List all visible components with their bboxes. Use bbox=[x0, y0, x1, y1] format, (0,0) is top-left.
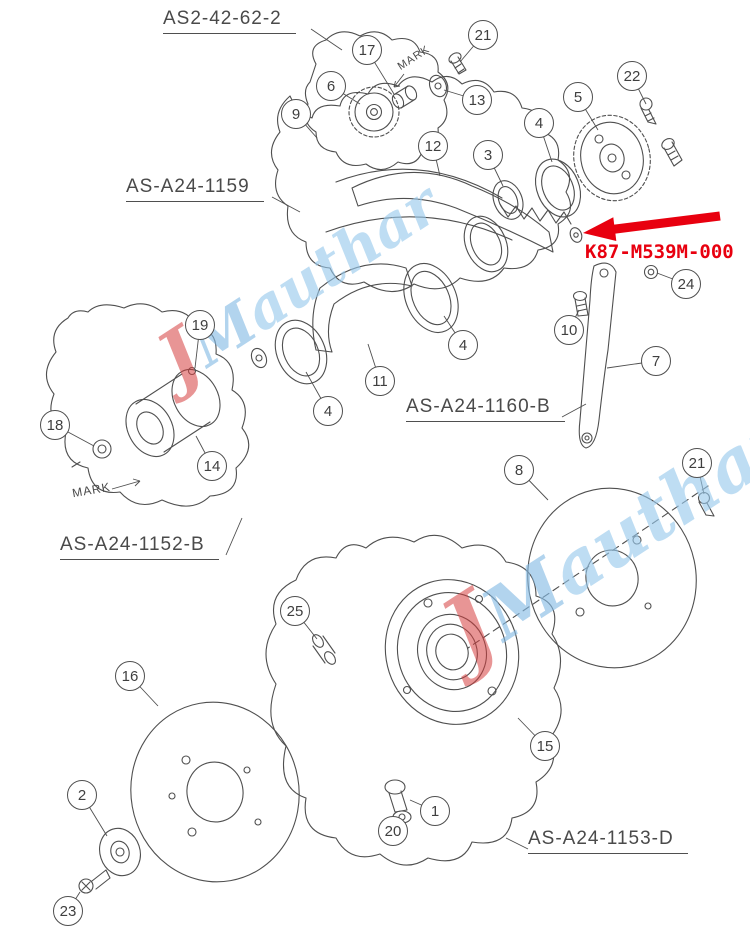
label-as2-42-62-2: AS2-42-62-2 bbox=[163, 8, 296, 34]
balloon-16: 16 bbox=[115, 661, 145, 691]
screw-23 bbox=[78, 869, 111, 894]
bottom-plate-assembly bbox=[265, 534, 562, 866]
bracket-band bbox=[351, 171, 554, 253]
balloon-4-a: 4 bbox=[524, 108, 554, 138]
balloon-8: 8 bbox=[504, 455, 534, 485]
leader-lines bbox=[54, 28, 705, 912]
dashed-centerline bbox=[467, 485, 709, 649]
disc-left bbox=[130, 701, 300, 883]
pin-25 bbox=[311, 634, 337, 665]
balloon-7: 7 bbox=[641, 346, 671, 376]
main-frame-outline bbox=[270, 75, 572, 293]
balloon-24: 24 bbox=[671, 269, 701, 299]
balloon-11: 11 bbox=[365, 366, 395, 396]
balloon-9: 9 bbox=[281, 99, 311, 129]
balloon-23: 23 bbox=[53, 896, 83, 926]
balloon-21-right: 21 bbox=[682, 448, 712, 478]
balloon-22: 22 bbox=[617, 61, 647, 91]
shaft-pin bbox=[391, 85, 418, 109]
balloon-19: 19 bbox=[185, 310, 215, 340]
lever-arm bbox=[578, 262, 617, 449]
label-as-a24-1160-b: AS-A24-1160-B bbox=[406, 396, 565, 422]
balloon-4-b: 4 bbox=[448, 330, 478, 360]
disc-right bbox=[527, 487, 697, 669]
balloon-14: 14 bbox=[197, 451, 227, 481]
highlight-part-number: K87-M539M-000 bbox=[585, 241, 734, 263]
small-gear bbox=[348, 86, 400, 138]
balloon-18: 18 bbox=[40, 410, 70, 440]
balloon-25: 25 bbox=[280, 596, 310, 626]
red-arrow bbox=[583, 211, 721, 241]
spring bbox=[499, 203, 583, 243]
balloon-2: 2 bbox=[67, 780, 97, 810]
balloon-4-c: 4 bbox=[313, 396, 343, 426]
balloon-15: 15 bbox=[530, 731, 560, 761]
screw-top bbox=[448, 52, 467, 75]
label-as-a24-1153-d: AS-A24-1153-D bbox=[528, 828, 688, 854]
balloon-21-top: 21 bbox=[468, 20, 498, 50]
screw-10 bbox=[572, 290, 589, 317]
balloon-12: 12 bbox=[418, 131, 448, 161]
large-gear bbox=[573, 114, 651, 202]
balloon-17: 17 bbox=[352, 35, 382, 65]
balloon-3: 3 bbox=[473, 140, 503, 170]
balloon-10: 10 bbox=[554, 315, 584, 345]
balloon-20: 20 bbox=[378, 816, 408, 846]
balloon-6: 6 bbox=[316, 71, 346, 101]
label-as-a24-1152-b: AS-A24-1152-B bbox=[60, 534, 219, 560]
screws-right bbox=[639, 97, 683, 167]
ring-stack bbox=[250, 215, 509, 385]
balloon-5: 5 bbox=[563, 82, 593, 112]
label-as-a24-1159: AS-A24-1159 bbox=[126, 176, 264, 202]
balloon-13: 13 bbox=[462, 85, 492, 115]
balloon-1: 1 bbox=[420, 796, 450, 826]
